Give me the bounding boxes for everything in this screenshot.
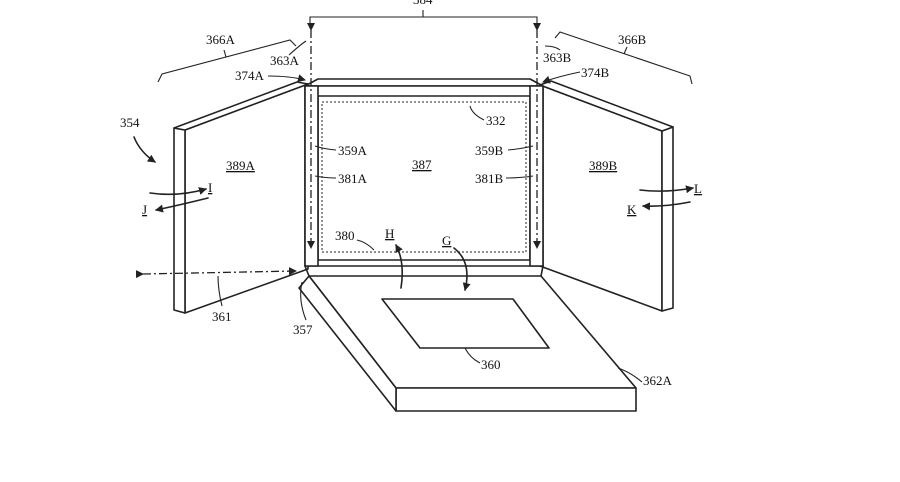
label-366B: 366B: [618, 32, 647, 47]
leader-362A: [617, 367, 643, 383]
bracket-384: [309, 10, 538, 28]
label-357: 357: [293, 322, 313, 337]
leader-374A: [267, 74, 306, 83]
center-screen: [317, 95, 531, 261]
trackpad-360: [381, 298, 550, 349]
left-panel-edge: [173, 127, 186, 314]
label-389A: 389A: [226, 158, 256, 173]
arrow-354: [133, 136, 156, 163]
label-361: 361: [212, 309, 232, 324]
base-front: [395, 387, 637, 412]
label-374B: 374B: [581, 65, 610, 80]
label-G: G: [442, 233, 451, 248]
leader-380: [356, 239, 375, 251]
label-366A: 366A: [206, 32, 236, 47]
label-359B: 359B: [475, 143, 504, 158]
leader-363B: [544, 45, 561, 51]
label-H: H: [385, 226, 394, 241]
rotation-arrow-L: [639, 185, 694, 194]
bracket-366A: [157, 39, 297, 83]
label-354: 354: [120, 115, 140, 130]
leader-363A: [288, 40, 307, 56]
leader-381A: [314, 175, 337, 179]
bracket-366B: [554, 31, 693, 85]
base-side: [298, 275, 397, 412]
right-panel-edge: [661, 126, 674, 312]
leader-359B: [507, 145, 534, 151]
label-I: I: [208, 180, 212, 195]
label-L: L: [694, 181, 702, 196]
label-359A: 359A: [338, 143, 368, 158]
leader-332: [469, 105, 485, 121]
leader-360: [464, 347, 481, 364]
label-362A: 362A: [643, 373, 673, 388]
label-384: 384: [413, 0, 433, 7]
label-380: 380: [335, 228, 355, 243]
label-389B: 389B: [589, 158, 618, 173]
label-K: K: [627, 202, 637, 217]
label-J: J: [142, 202, 147, 217]
base-hinge-line: [304, 265, 310, 277]
leader-357: [300, 281, 307, 321]
arrow-H: [395, 244, 403, 289]
leader-359A: [314, 145, 337, 151]
rotation-arrow-K: [642, 201, 691, 211]
label-387: 387: [412, 157, 432, 172]
label-360: 360: [481, 357, 501, 372]
base-hinge-line-right: [540, 265, 544, 277]
label-363B: 363B: [543, 50, 572, 65]
rotation-arrow-I-J: [149, 187, 207, 196]
axis-361: [135, 267, 297, 279]
leader-374B: [542, 71, 581, 84]
label-381B: 381B: [475, 171, 504, 186]
label-374A: 374A: [235, 68, 265, 83]
arrow-G: [453, 247, 471, 291]
label-332: 332: [486, 113, 506, 128]
label-381A: 381A: [338, 171, 368, 186]
rotation-arrow-J: [155, 197, 209, 213]
label-363A: 363A: [270, 53, 300, 68]
leader-361: [217, 275, 223, 307]
center-housing-top: [304, 78, 544, 87]
leader-381B: [505, 175, 534, 179]
